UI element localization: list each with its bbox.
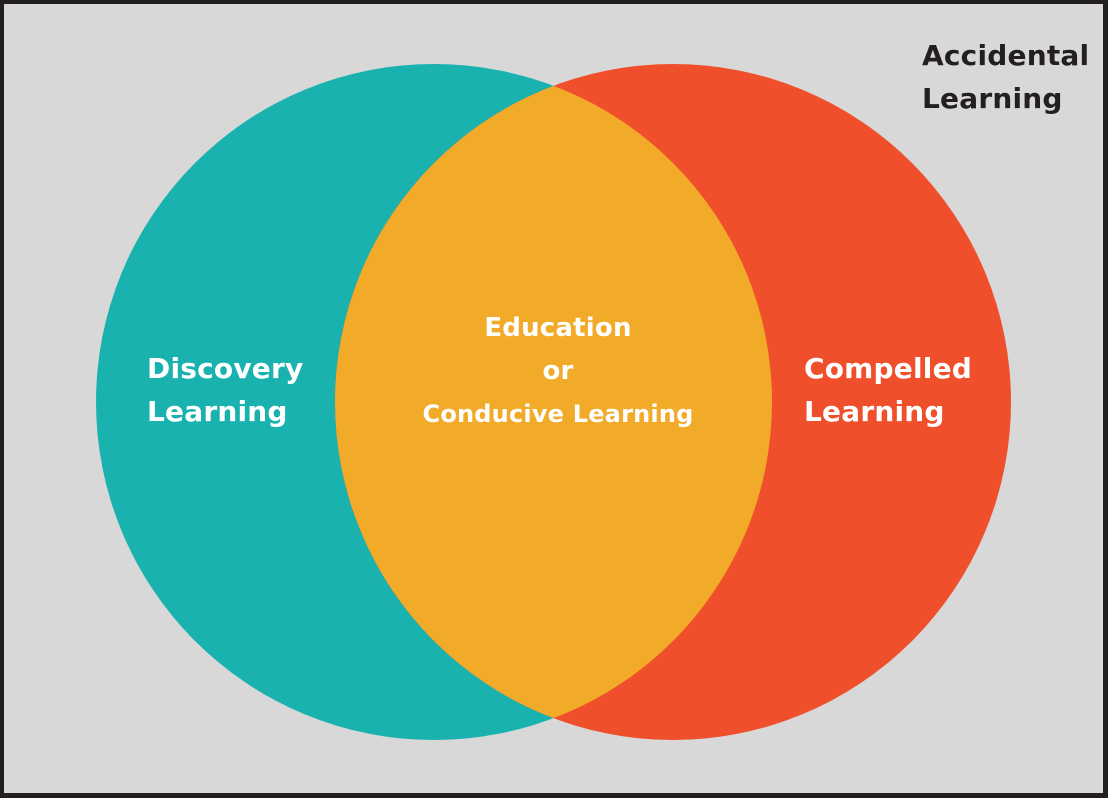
education-label-line1: Education	[484, 313, 632, 343]
education-label: Education or Conducive Learning	[388, 307, 728, 436]
compelled-label-line2: Learning	[804, 395, 945, 428]
accidental-learning-label: Accidental Learning	[922, 34, 1089, 120]
education-intersection	[335, 64, 772, 740]
accidental-label-line2: Learning	[922, 82, 1063, 115]
discovery-label-line1: Discovery	[147, 352, 304, 385]
discovery-learning-label: Discovery Learning	[147, 347, 303, 433]
accidental-label-line1: Accidental	[922, 39, 1090, 72]
compelled-label-line1: Compelled	[804, 352, 973, 385]
education-label-line3: Conducive Learning	[422, 400, 694, 428]
education-label-line2: or	[542, 356, 574, 386]
compelled-learning-label: Compelled Learning	[804, 347, 972, 433]
discovery-label-line2: Learning	[147, 395, 288, 428]
